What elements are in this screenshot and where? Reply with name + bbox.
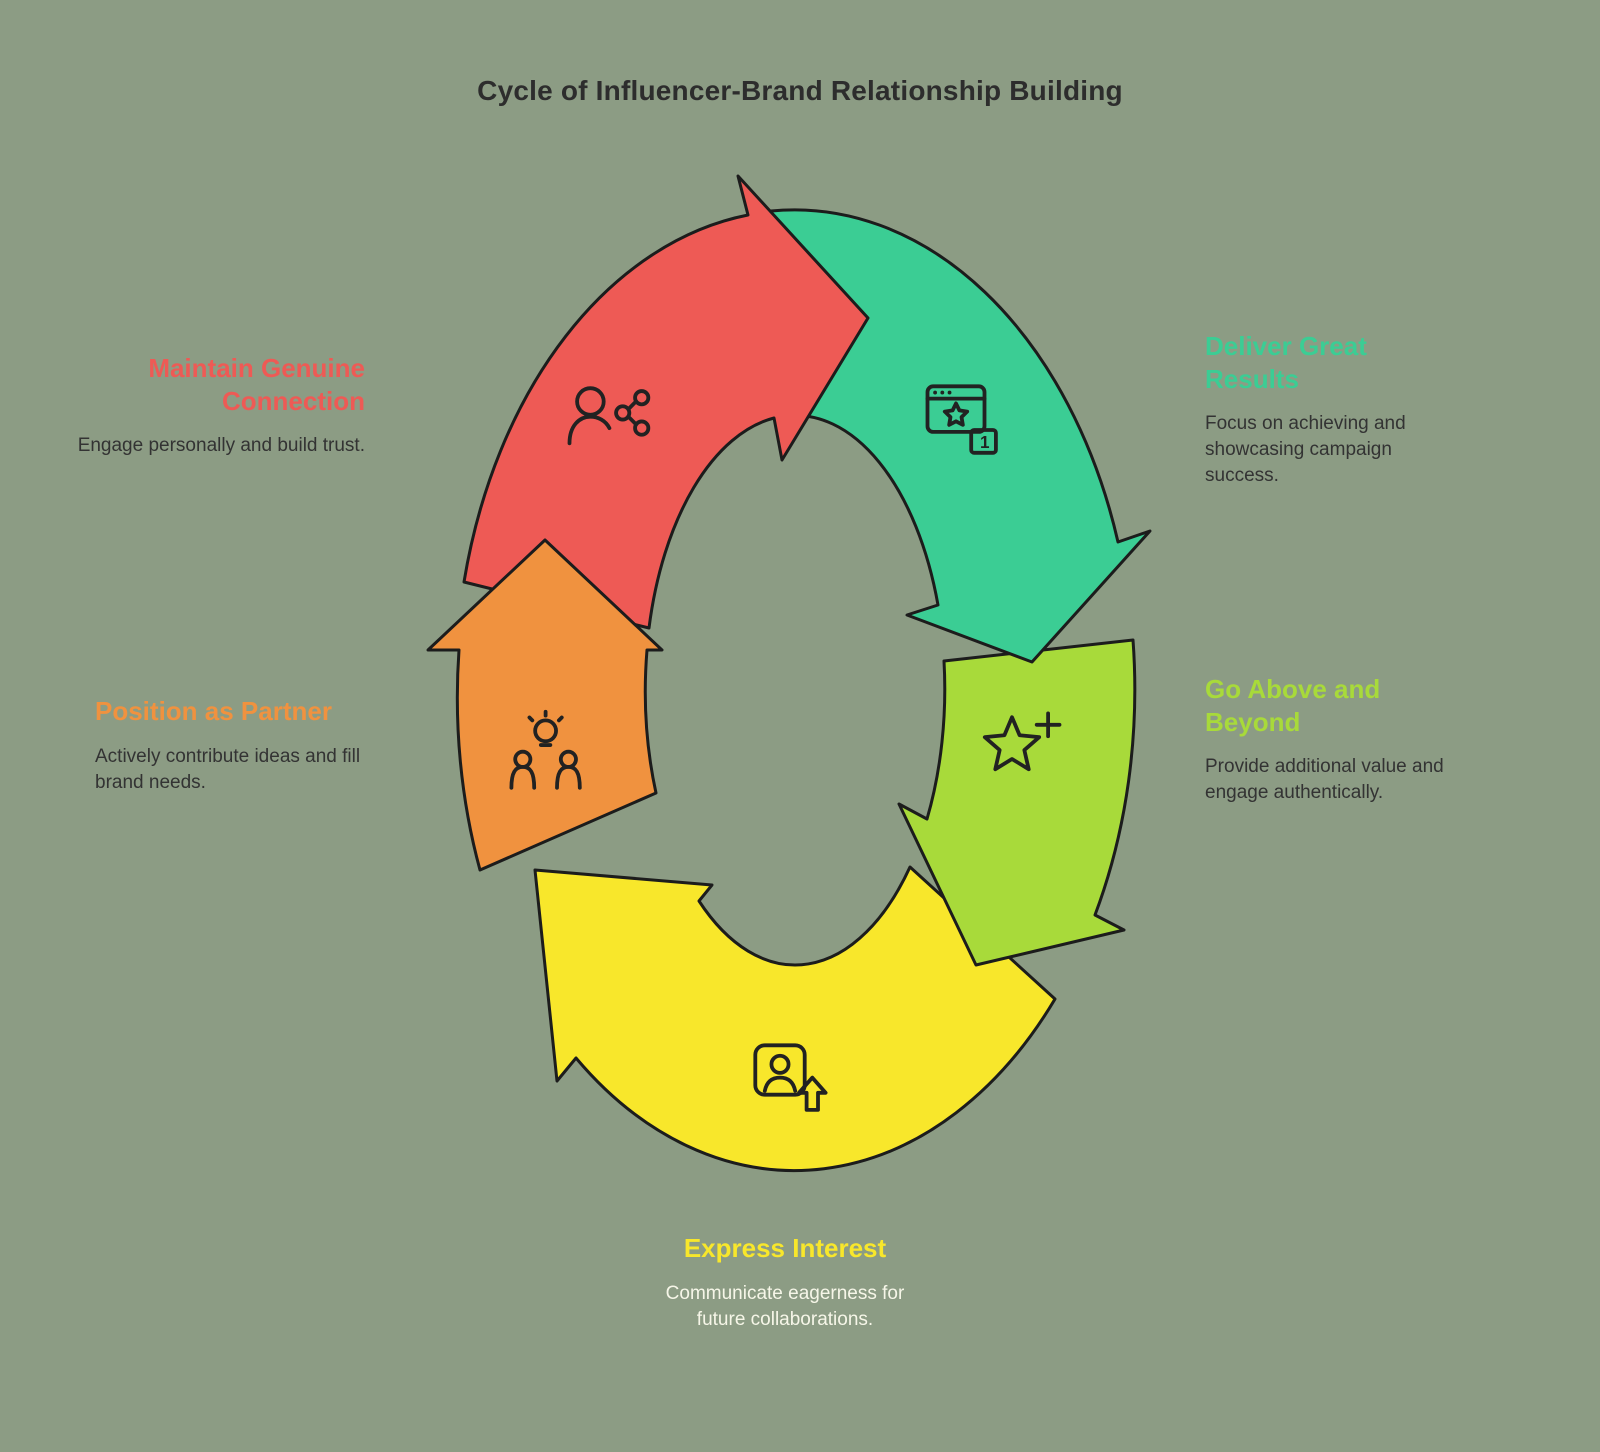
step-label-deliver-great-results: Deliver Great Results Focus on achieving…: [1205, 330, 1455, 490]
arrow-go-above-and-beyond: [897, 638, 1137, 967]
step-label-position-as-partner: Position as Partner Actively contribute …: [95, 695, 375, 796]
step-heading-express-interest: Express Interest: [683, 1233, 887, 1263]
step-body-go-above-and-beyond: Provide additional value and engage auth…: [1205, 756, 1444, 804]
arrow-position-as-partner: [426, 538, 664, 872]
step-heading-go-above-and-beyond: Go Above and Beyond: [1205, 674, 1381, 737]
step-body-deliver-great-results: Focus on achieving and showcasing campai…: [1205, 413, 1406, 487]
step-label-express-interest: Express Interest Communicate eagerness f…: [585, 1232, 985, 1333]
step-heading-deliver-great-results: Deliver Great Results: [1205, 331, 1367, 394]
step-heading-maintain-genuine-connection: Maintain Genuine Connection: [148, 353, 365, 416]
diagram-title: Cycle of Influencer-Brand Relationship B…: [477, 75, 1123, 106]
people-idea-icon: [509, 709, 582, 790]
podium-rank-label: 1: [980, 433, 990, 452]
arrow-express-interest: [533, 865, 1057, 1172]
person-network-icon: [567, 386, 651, 446]
step-body-position-as-partner: Actively contribute ideas and fill brand…: [95, 745, 361, 793]
step-heading-position-as-partner: Position as Partner: [95, 696, 332, 726]
step-label-maintain-genuine-connection: Maintain Genuine Connection Engage perso…: [75, 352, 365, 459]
step-label-go-above-and-beyond: Go Above and Beyond Provide additional v…: [1205, 673, 1455, 806]
step-body-express-interest: Communicate eagerness for future collabo…: [665, 1282, 905, 1330]
ranking-window-icon: 1: [925, 384, 998, 455]
arrow-maintain-genuine-connection: [462, 174, 870, 630]
profile-upload-icon: [753, 1043, 828, 1112]
step-body-maintain-genuine-connection: Engage personally and build trust.: [77, 435, 365, 456]
star-plus-icon: [982, 711, 1062, 772]
